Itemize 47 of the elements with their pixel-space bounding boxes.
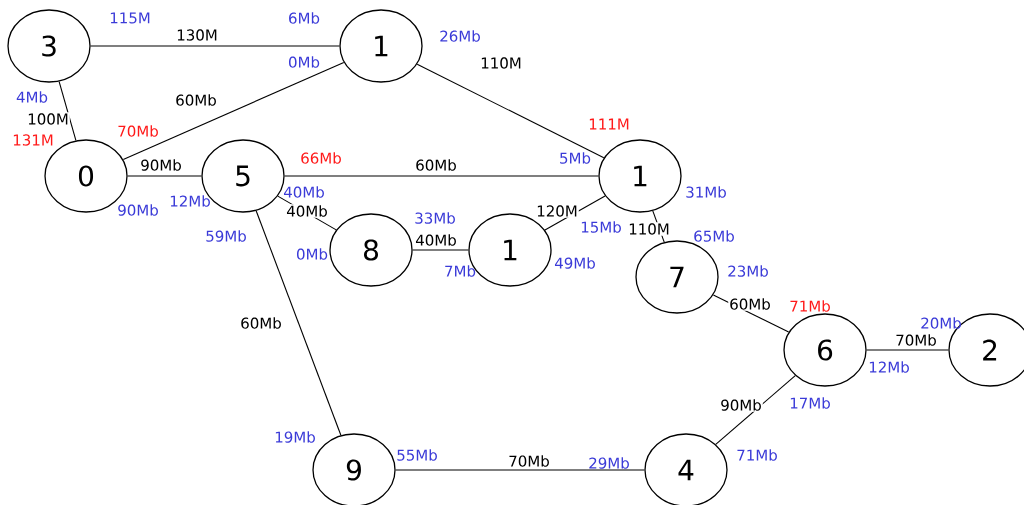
capacity-label: 55Mb <box>397 449 437 461</box>
capacity-label: 59Mb <box>206 230 246 242</box>
edge-line <box>122 61 345 161</box>
capacity-label: 12Mb <box>170 195 210 207</box>
capacity-label: 6Mb <box>289 12 320 24</box>
capacity-label: 5Mb <box>560 152 591 164</box>
edge-line <box>395 469 645 471</box>
capacity-label: 90Mb <box>118 204 158 216</box>
edge-line <box>127 175 202 177</box>
capacity-label: 0Mb <box>289 56 320 68</box>
capacity-label: 7Mb <box>445 265 476 277</box>
edge-line <box>412 249 469 251</box>
edge-label: 110M <box>479 56 523 70</box>
edge-line <box>58 81 77 141</box>
edge-line <box>284 175 599 177</box>
edge-label: 130M <box>175 28 219 42</box>
edge-label: 40Mb <box>414 233 458 247</box>
capacity-label: 29Mb <box>589 457 629 469</box>
edge-label: 60Mb <box>728 297 772 311</box>
capacity-label: 19Mb <box>275 431 315 443</box>
capacity-label: 33Mb <box>415 212 455 224</box>
edge-label: 60Mb <box>414 158 458 172</box>
edge-label: 60Mb <box>174 93 218 107</box>
edge-label: 120M <box>535 204 579 218</box>
capacity-label: 40Mb <box>283 186 324 198</box>
capacity-label: 4Mb <box>16 91 48 103</box>
capacity-label: 17Mb <box>790 397 830 409</box>
edge-label: 70Mb <box>894 333 938 347</box>
capacity-label: 65Mb <box>694 230 734 242</box>
edge-label: 90Mb <box>719 398 763 412</box>
capacity-label: 0Mb <box>297 248 328 260</box>
edge-label: 60Mb <box>239 316 283 330</box>
edge-label: 110M <box>627 222 671 236</box>
capacity-label: 15Mb <box>581 221 621 233</box>
capacity-label: 12Mb <box>869 361 909 373</box>
edge-line <box>416 63 605 159</box>
capacity-label: 131M <box>13 134 53 146</box>
edge-line <box>715 375 796 445</box>
capacity-label: 20Mb <box>921 317 961 329</box>
edge-label: 70Mb <box>507 454 551 468</box>
edge-line <box>866 349 949 351</box>
edge-label: 100M <box>26 112 70 126</box>
edge-line <box>90 45 340 47</box>
edge-line <box>255 210 342 436</box>
capacity-label: 31Mb <box>686 186 726 198</box>
edge-label: 40Mb <box>285 204 329 218</box>
edge-label: 90Mb <box>139 158 183 172</box>
